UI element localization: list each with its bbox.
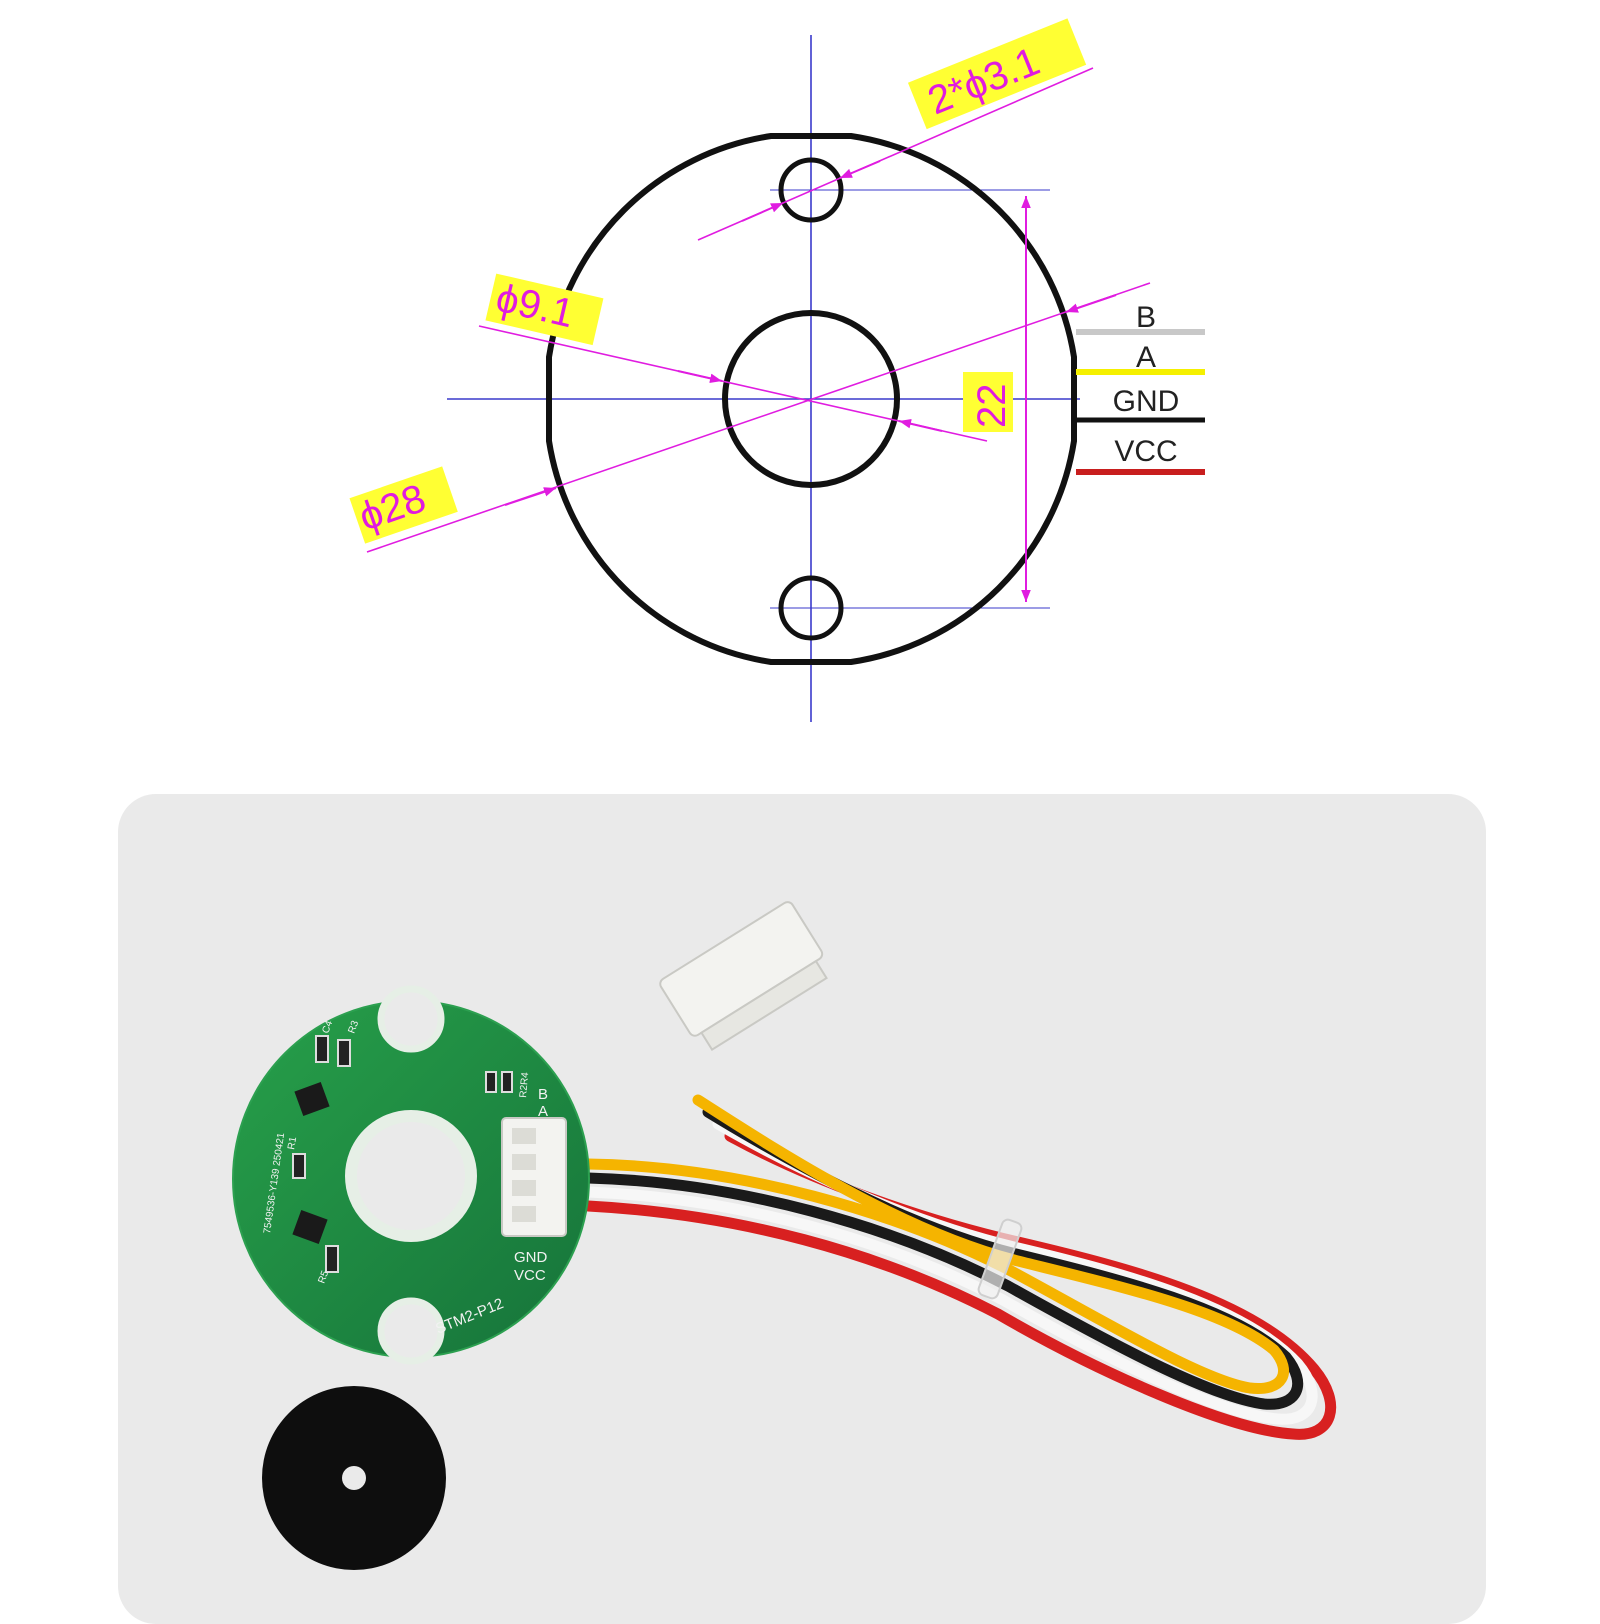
product-photo-panel: C4 R3 R2R4 R1 R5 7549536-Y139 250421 B A… bbox=[118, 794, 1486, 1624]
outer-label: ϕ28 bbox=[354, 476, 432, 539]
cable-tie bbox=[977, 1218, 1023, 1300]
outer-arrow-right bbox=[1065, 294, 1117, 313]
hole-arrow-right bbox=[839, 160, 881, 179]
hole-label-bg bbox=[907, 18, 1087, 130]
outer-arrow-left bbox=[504, 487, 557, 506]
label-pin-vcc: VCC bbox=[514, 1267, 546, 1284]
inner-arrow-left bbox=[677, 370, 723, 384]
smd-part-r1 bbox=[292, 1153, 306, 1179]
wire-label-gnd: GND bbox=[1113, 385, 1180, 418]
bottom-mounting-hole bbox=[778, 575, 844, 641]
cable-bundle bbox=[582, 1094, 1337, 1440]
magnet-disc bbox=[262, 1386, 446, 1570]
label-c4: C4 bbox=[320, 1019, 335, 1035]
label-pin-gnd: GND bbox=[514, 1249, 548, 1266]
smd-part-r2 bbox=[485, 1071, 497, 1093]
sensor-outline bbox=[546, 133, 1077, 665]
label-pin-b: B bbox=[538, 1086, 548, 1103]
hole-arrow-left bbox=[741, 202, 784, 222]
wire-legend: B A GND VCC bbox=[1076, 301, 1205, 475]
cable-yellow bbox=[582, 1094, 1289, 1394]
dimension-drawing: 2*ϕ3.1 ϕ9.1 ϕ28 22 B A GND VCC bbox=[349, 18, 1205, 722]
inner-arrow-right bbox=[898, 419, 943, 432]
smd-part-r4 bbox=[501, 1071, 513, 1093]
inner-label-bg bbox=[485, 273, 604, 346]
outer-dimension-line bbox=[366, 282, 1151, 553]
wire-label-vcc: VCC bbox=[1114, 435, 1177, 468]
label-r3: R3 bbox=[346, 1019, 361, 1035]
smd-part-r3 bbox=[337, 1039, 351, 1067]
outer-label-bg bbox=[349, 466, 458, 544]
pcb-top-hole bbox=[377, 985, 445, 1053]
hall-sensor-2 bbox=[292, 1209, 328, 1245]
pcb-bottom-hole bbox=[377, 1297, 445, 1365]
product-photo: C4 R3 R2R4 R1 R5 7549536-Y139 250421 B A… bbox=[232, 901, 1337, 1570]
smd-part-r5 bbox=[325, 1245, 339, 1273]
hole-label: 2*ϕ3.1 bbox=[922, 39, 1046, 123]
label-pin-a: A bbox=[538, 1103, 548, 1120]
hall-sensor-1 bbox=[294, 1081, 330, 1117]
top-mounting-hole bbox=[778, 157, 844, 223]
pcb-center-bore bbox=[345, 1110, 477, 1242]
spacing-label: 22 bbox=[970, 384, 1014, 429]
magnet-center-hole bbox=[342, 1466, 366, 1490]
spacing-label-bg bbox=[963, 372, 1013, 432]
inner-label: ϕ9.1 bbox=[492, 276, 578, 336]
smd-part-c4 bbox=[315, 1035, 329, 1063]
center-bore bbox=[722, 310, 900, 488]
cable-connector bbox=[659, 901, 828, 1052]
label-r2r4: R2R4 bbox=[518, 1071, 531, 1098]
cable-black bbox=[582, 1106, 1304, 1410]
encoder-pcb: C4 R3 R2R4 R1 R5 7549536-Y139 250421 B A… bbox=[232, 985, 590, 1365]
label-r5: R5 bbox=[316, 1269, 331, 1285]
wire-label-a: A bbox=[1136, 341, 1156, 374]
label-r1: R1 bbox=[286, 1136, 299, 1151]
wire-label-b: B bbox=[1136, 301, 1156, 334]
